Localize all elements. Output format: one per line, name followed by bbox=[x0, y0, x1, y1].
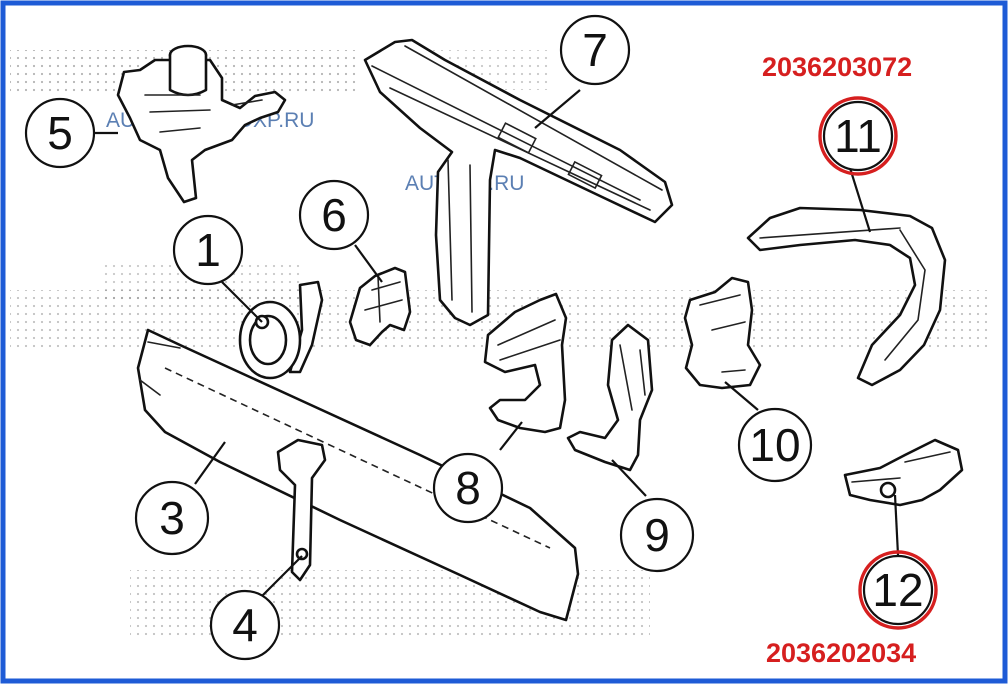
callout-5-label: 5 bbox=[47, 107, 73, 159]
callout-7: 7 bbox=[559, 14, 631, 86]
part-5-washer-reservoir bbox=[116, 44, 287, 204]
callout-10: 10 bbox=[737, 407, 813, 483]
callout-11-label: 11 bbox=[834, 110, 882, 162]
part-8-bracket bbox=[483, 292, 568, 434]
callout-3: 3 bbox=[134, 480, 210, 556]
callout-11: 11 bbox=[818, 96, 898, 176]
callout-6-label: 6 bbox=[321, 189, 347, 241]
callout-9: 9 bbox=[619, 497, 695, 573]
part-4-strut bbox=[276, 438, 327, 582]
part-6-bracket bbox=[348, 266, 412, 347]
part-9-bracket bbox=[566, 323, 654, 472]
callout-9-label: 9 bbox=[644, 509, 670, 561]
leader-lines bbox=[94, 89, 900, 597]
callout-12: 12 bbox=[858, 550, 938, 630]
part-12-bracket bbox=[843, 438, 964, 507]
callout-8-label: 8 bbox=[455, 462, 481, 514]
callout-12-red-ring bbox=[858, 550, 938, 630]
callout-11-red-ring bbox=[818, 96, 898, 176]
part-10-bracket bbox=[683, 276, 762, 390]
callout-1-label: 1 bbox=[195, 224, 221, 276]
callout-7-label: 7 bbox=[582, 24, 608, 76]
part-11-curved-member bbox=[746, 206, 947, 387]
callout-12-label: 12 bbox=[872, 564, 923, 616]
callout-6: 6 bbox=[298, 179, 370, 251]
callout-4: 4 bbox=[209, 589, 281, 661]
callout-1: 1 bbox=[172, 214, 244, 286]
part-7-upper-cross-member bbox=[363, 38, 674, 327]
callout-3-label: 3 bbox=[159, 492, 185, 544]
callout-4-label: 4 bbox=[232, 599, 258, 651]
part-number-upper: 2036203072 bbox=[762, 52, 912, 82]
callout-5: 5 bbox=[24, 97, 96, 169]
callout-8: 8 bbox=[432, 452, 504, 524]
callout-10-label: 10 bbox=[749, 419, 800, 471]
part-number-lower: 2036202034 bbox=[766, 638, 916, 668]
part-1-horn bbox=[238, 280, 324, 380]
